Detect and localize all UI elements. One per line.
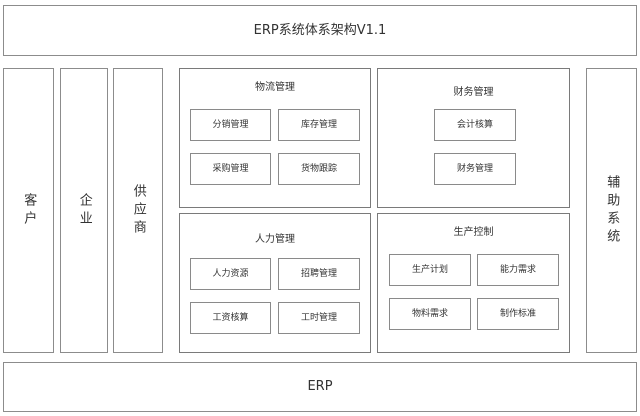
module-logistics-item-4: 货物跟踪: [278, 153, 360, 185]
module-hr-title: 人力管理: [255, 234, 295, 245]
module-logistics-title: 物流管理: [255, 82, 295, 93]
module-logistics-item-1: 分销管理: [190, 109, 271, 141]
column-enterprise-label: 企业: [76, 192, 92, 229]
module-production-item-2: 能力需求: [477, 254, 559, 286]
module-hr: 人力管理 人力资源 招聘管理 工资核算 工时管理: [179, 213, 371, 353]
module-logistics: 物流管理 分销管理 库存管理 采购管理 货物跟踪: [179, 68, 371, 208]
module-hr-item-1: 人力资源: [190, 258, 271, 290]
column-supplier-label: 供应商: [130, 183, 146, 238]
module-production: 生产控制 生产计划 能力需求 物料需求 制作标准: [377, 213, 570, 353]
diagram-title: ERP系统体系架构V1.1: [253, 22, 387, 38]
column-enterprise: 企业: [60, 68, 108, 353]
column-customer: 客户: [3, 68, 54, 353]
module-logistics-item-2: 库存管理: [278, 109, 360, 141]
footer-bar: ERP: [3, 362, 637, 412]
footer-label: ERP: [307, 379, 333, 395]
module-hr-item-2: 招聘管理: [278, 258, 360, 290]
module-production-item-4: 制作标准: [477, 298, 559, 330]
module-production-item-3: 物料需求: [389, 298, 471, 330]
column-auxiliary-system: 辅助系统: [586, 68, 637, 353]
module-finance-title: 财务管理: [453, 87, 494, 98]
module-logistics-item-3: 采购管理: [190, 153, 271, 185]
module-production-title: 生产控制: [453, 227, 494, 238]
module-finance-item-2: 财务管理: [434, 153, 516, 185]
module-production-item-1: 生产计划: [389, 254, 471, 286]
title-bar: ERP系统体系架构V1.1: [3, 5, 637, 56]
column-auxiliary-system-label: 辅助系统: [604, 174, 620, 247]
module-hr-item-3: 工资核算: [190, 302, 271, 334]
module-finance: 财务管理 会计核算 财务管理: [377, 68, 570, 208]
module-finance-item-1: 会计核算: [434, 109, 516, 141]
column-supplier: 供应商: [113, 68, 163, 353]
column-customer-label: 客户: [21, 192, 37, 229]
module-hr-item-4: 工时管理: [278, 302, 360, 334]
